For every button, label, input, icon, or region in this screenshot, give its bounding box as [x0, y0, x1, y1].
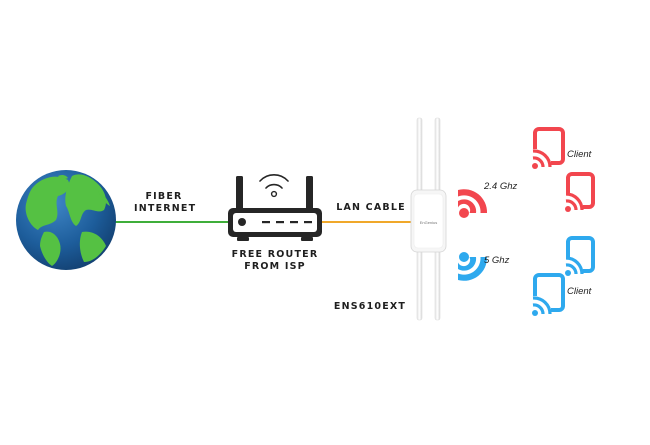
tablet-wifi-icon	[531, 127, 565, 169]
globe-icon	[16, 170, 116, 270]
client-label-top: Client	[567, 149, 592, 160]
router-icon	[228, 174, 322, 241]
tablet-wifi-icon	[564, 236, 595, 276]
band-5-label: 5 Ghz	[484, 255, 510, 266]
access-point-icon	[410, 117, 447, 321]
device-model-label: ENS610EXT	[333, 301, 407, 312]
tablet-wifi-icon	[564, 172, 595, 212]
router-label: FREE ROUTER FROM ISP	[225, 249, 325, 273]
wifi-signal-icon	[458, 189, 488, 218]
device-logo: EnGenius	[420, 220, 438, 225]
band-24-label: 2.4 Ghz	[484, 181, 518, 192]
wifi-signal-icon	[458, 252, 488, 281]
fiber-label-line-1: FIBER	[145, 191, 183, 202]
fiber-label-line-2: INTERNET	[134, 203, 197, 214]
router-label-line-1: FREE ROUTER	[231, 249, 319, 260]
client-label-bottom: Client	[567, 286, 592, 297]
lan-cable-label: LAN CABLE	[336, 202, 406, 213]
tablet-wifi-icon	[531, 273, 565, 316]
fiber-internet-label: FIBER INTERNET	[134, 191, 197, 215]
router-label-line-2: FROM ISP	[244, 261, 306, 272]
